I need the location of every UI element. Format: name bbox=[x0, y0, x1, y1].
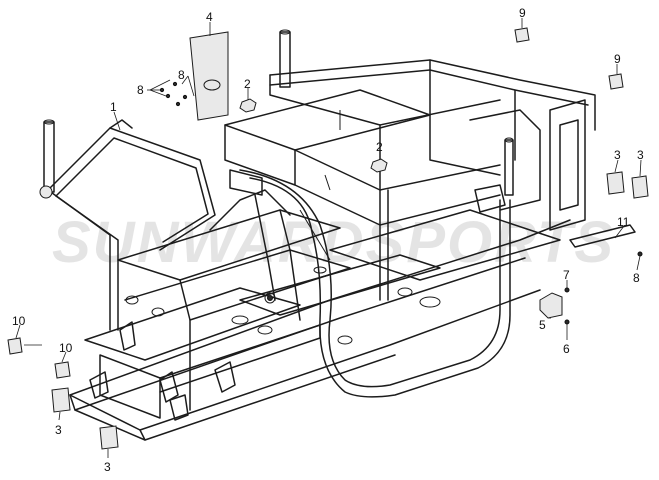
callout-11: 11 bbox=[617, 215, 630, 229]
callout-9: 9 bbox=[614, 52, 621, 66]
main-frame bbox=[39, 29, 636, 441]
plate-bolts bbox=[159, 81, 188, 107]
mount-part bbox=[51, 171, 649, 450]
bracket-part bbox=[539, 292, 563, 319]
rail-bolt bbox=[637, 251, 643, 257]
leader-lines bbox=[15, 18, 642, 458]
callout-9: 9 bbox=[519, 6, 526, 20]
callout-5: 5 bbox=[539, 318, 546, 332]
watermark: SUNWARDSPORTS bbox=[52, 210, 615, 275]
callout-3: 3 bbox=[55, 423, 62, 437]
callout-3: 3 bbox=[104, 460, 111, 474]
nut-part bbox=[239, 98, 388, 173]
callout-6: 6 bbox=[563, 342, 570, 356]
bushing-part bbox=[514, 27, 624, 90]
callout-4: 4 bbox=[206, 10, 213, 24]
callout-3: 3 bbox=[614, 148, 621, 162]
pad-part bbox=[7, 337, 71, 379]
skid-plate-part bbox=[189, 31, 229, 121]
callout-8: 8 bbox=[178, 68, 185, 82]
callout-2: 2 bbox=[244, 77, 251, 91]
callout-7: 7 bbox=[563, 268, 570, 282]
bolt-part bbox=[564, 287, 570, 293]
callout-3: 3 bbox=[637, 148, 644, 162]
washer-part bbox=[564, 319, 570, 325]
callout-2: 2 bbox=[376, 140, 383, 154]
callout-1: 1 bbox=[110, 100, 117, 114]
callout-10: 10 bbox=[59, 341, 73, 355]
callout-8: 8 bbox=[633, 271, 640, 285]
callout-10: 10 bbox=[12, 314, 26, 328]
callout-labels: 1 2 2 4 9 9 8 8 3 3 11 8 7 5 6 10 10 3 3 bbox=[12, 6, 644, 474]
callout-8: 8 bbox=[137, 83, 144, 97]
